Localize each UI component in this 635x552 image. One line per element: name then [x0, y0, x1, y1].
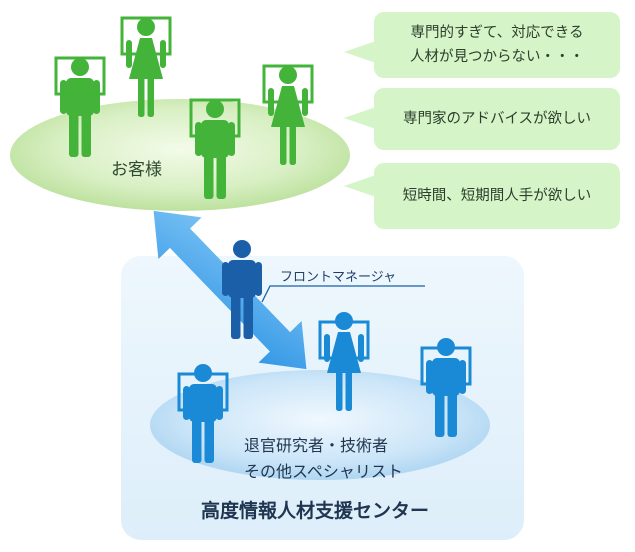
customer-need-1-line-2: 人材が見つからない・・・ — [410, 49, 584, 65]
specialist-pool-label-line-1: 退官研究者・技術者 — [244, 436, 389, 455]
customer-need-2-text: 専門家のアドバイスが欲しい — [402, 111, 592, 127]
customer-figure-woman-2 — [262, 64, 314, 165]
customer-need-bubble-3: 短時間、短期間人手が欲しい — [344, 163, 620, 229]
customer-need-3-text: 短時間、短期間人手が欲しい — [402, 188, 592, 204]
specialist-figure-woman — [318, 312, 370, 411]
customers-label: お客様 — [111, 160, 162, 180]
center-title: 高度情報人材支援センター — [200, 500, 429, 522]
specialist-figure-man-2 — [420, 338, 472, 437]
customer-figure-man-2 — [189, 98, 241, 199]
customer-need-bubble-1: 専門的すぎて、対応できる 人材が見つからない・・・ — [344, 12, 620, 78]
customer-figure-woman-1 — [120, 16, 172, 117]
customer-need-1-line-1: 専門的すぎて、対応できる — [410, 25, 584, 41]
specialist-figure-man-1 — [177, 364, 229, 463]
customer-figure-man-1 — [54, 56, 106, 157]
customer-need-bubble-2: 専門家のアドバイスが欲しい — [344, 88, 620, 150]
specialist-pool-label-line-2: その他スペシャリスト — [244, 462, 403, 481]
front-manager-label: フロントマネージャ — [280, 270, 397, 285]
